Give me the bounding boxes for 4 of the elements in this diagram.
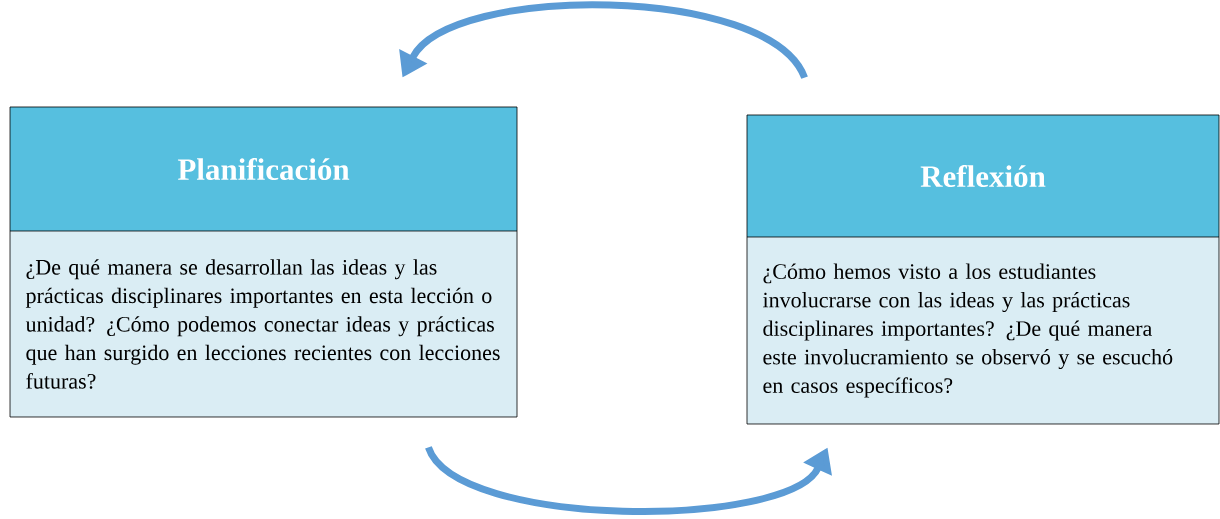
process-box: Planificación ¿De qué manera se desarrollan las ideas y las prácticas disciplinares importantes en esta lección o unidad? ¿Cómo podemos conectar ideas y prácticas que han surgido en lecciones recientes con lecciones futuras? <box>9 106 518 418</box>
curved-arrow <box>425 445 832 515</box>
curved-arrow <box>399 1 808 80</box>
process-box: Reflexión ¿Cómo hemos visto a los estudiantes involucrarse con las ideas y las prácticas disciplinares importantes? ¿De qué manera este involucramiento se observó y se escuchó en casos específicos? <box>746 114 1220 425</box>
